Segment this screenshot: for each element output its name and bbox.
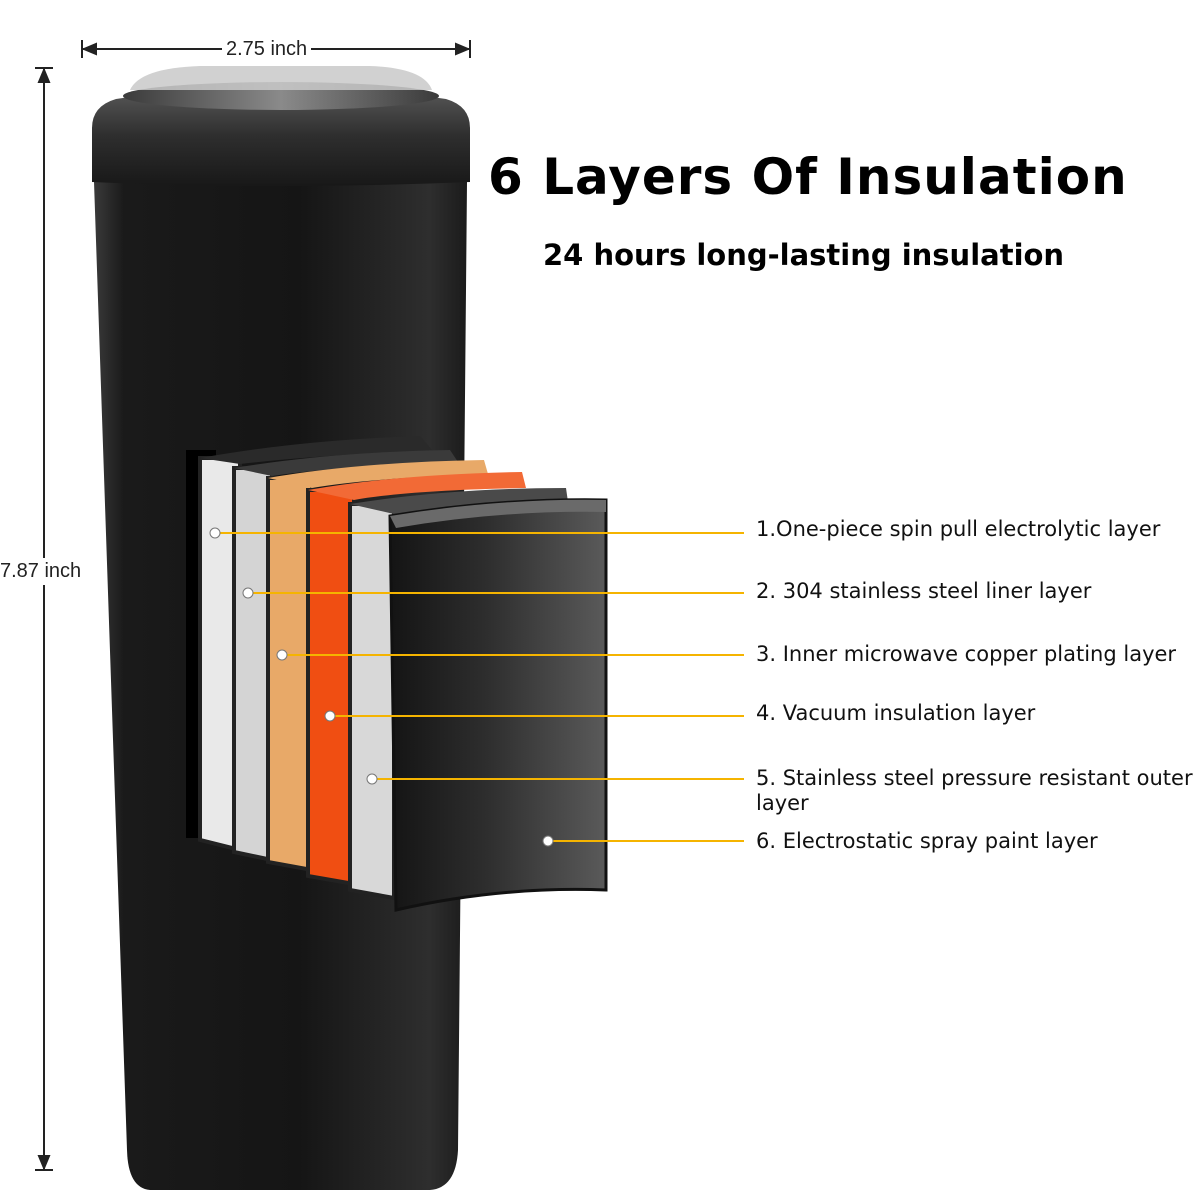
leader-dot-2 [242,587,254,599]
layer-slab-6 [388,498,608,912]
layer-slab-1-top [200,436,432,464]
layer-label-4: 4. Vacuum insulation layer [756,701,1036,725]
page-subtitle: 24 hours long-lasting insulation [543,238,1065,272]
layer-label-6: 6. Electrostatic spray paint layer [756,829,1098,853]
leader-dot-4 [324,710,336,722]
layer-slab-3-top [268,460,488,488]
leader-lines [215,532,744,842]
layer-label-1: 1.One-piece spin pull electrolytic layer [756,517,1161,541]
layer-slab-6-top [390,499,606,528]
tumbler-lid [92,86,470,186]
leader-dot-6 [542,835,554,847]
leader-dot-5 [366,773,378,785]
layer-label-2: 2. 304 stainless steel liner layer [756,579,1092,603]
layer-slab-3 [266,476,314,873]
leader-dot-3 [276,649,288,661]
height-dimension-label: 7.87 inch [0,558,82,585]
layer-slab-4-top [308,472,526,500]
layer-slab-2-top [234,450,458,476]
layer-label-3: 3. Inner microwave copper plating layer [756,642,1177,666]
layer-slab-5-top [350,488,568,514]
layer-slab-5 [348,502,396,901]
layer-label-5: 5. Stainless steel pressure resistant ou… [756,766,1193,815]
layer-slab-4 [306,488,356,887]
lid-window [130,66,432,90]
leader-dots [209,527,554,847]
page-title: 6 Layers Of Insulation [488,148,1128,206]
layer-slabs [198,436,608,912]
leader-dot-1 [209,527,221,539]
width-dimension-label: 2.75 inch [222,38,312,61]
height-dimension [35,67,53,1171]
